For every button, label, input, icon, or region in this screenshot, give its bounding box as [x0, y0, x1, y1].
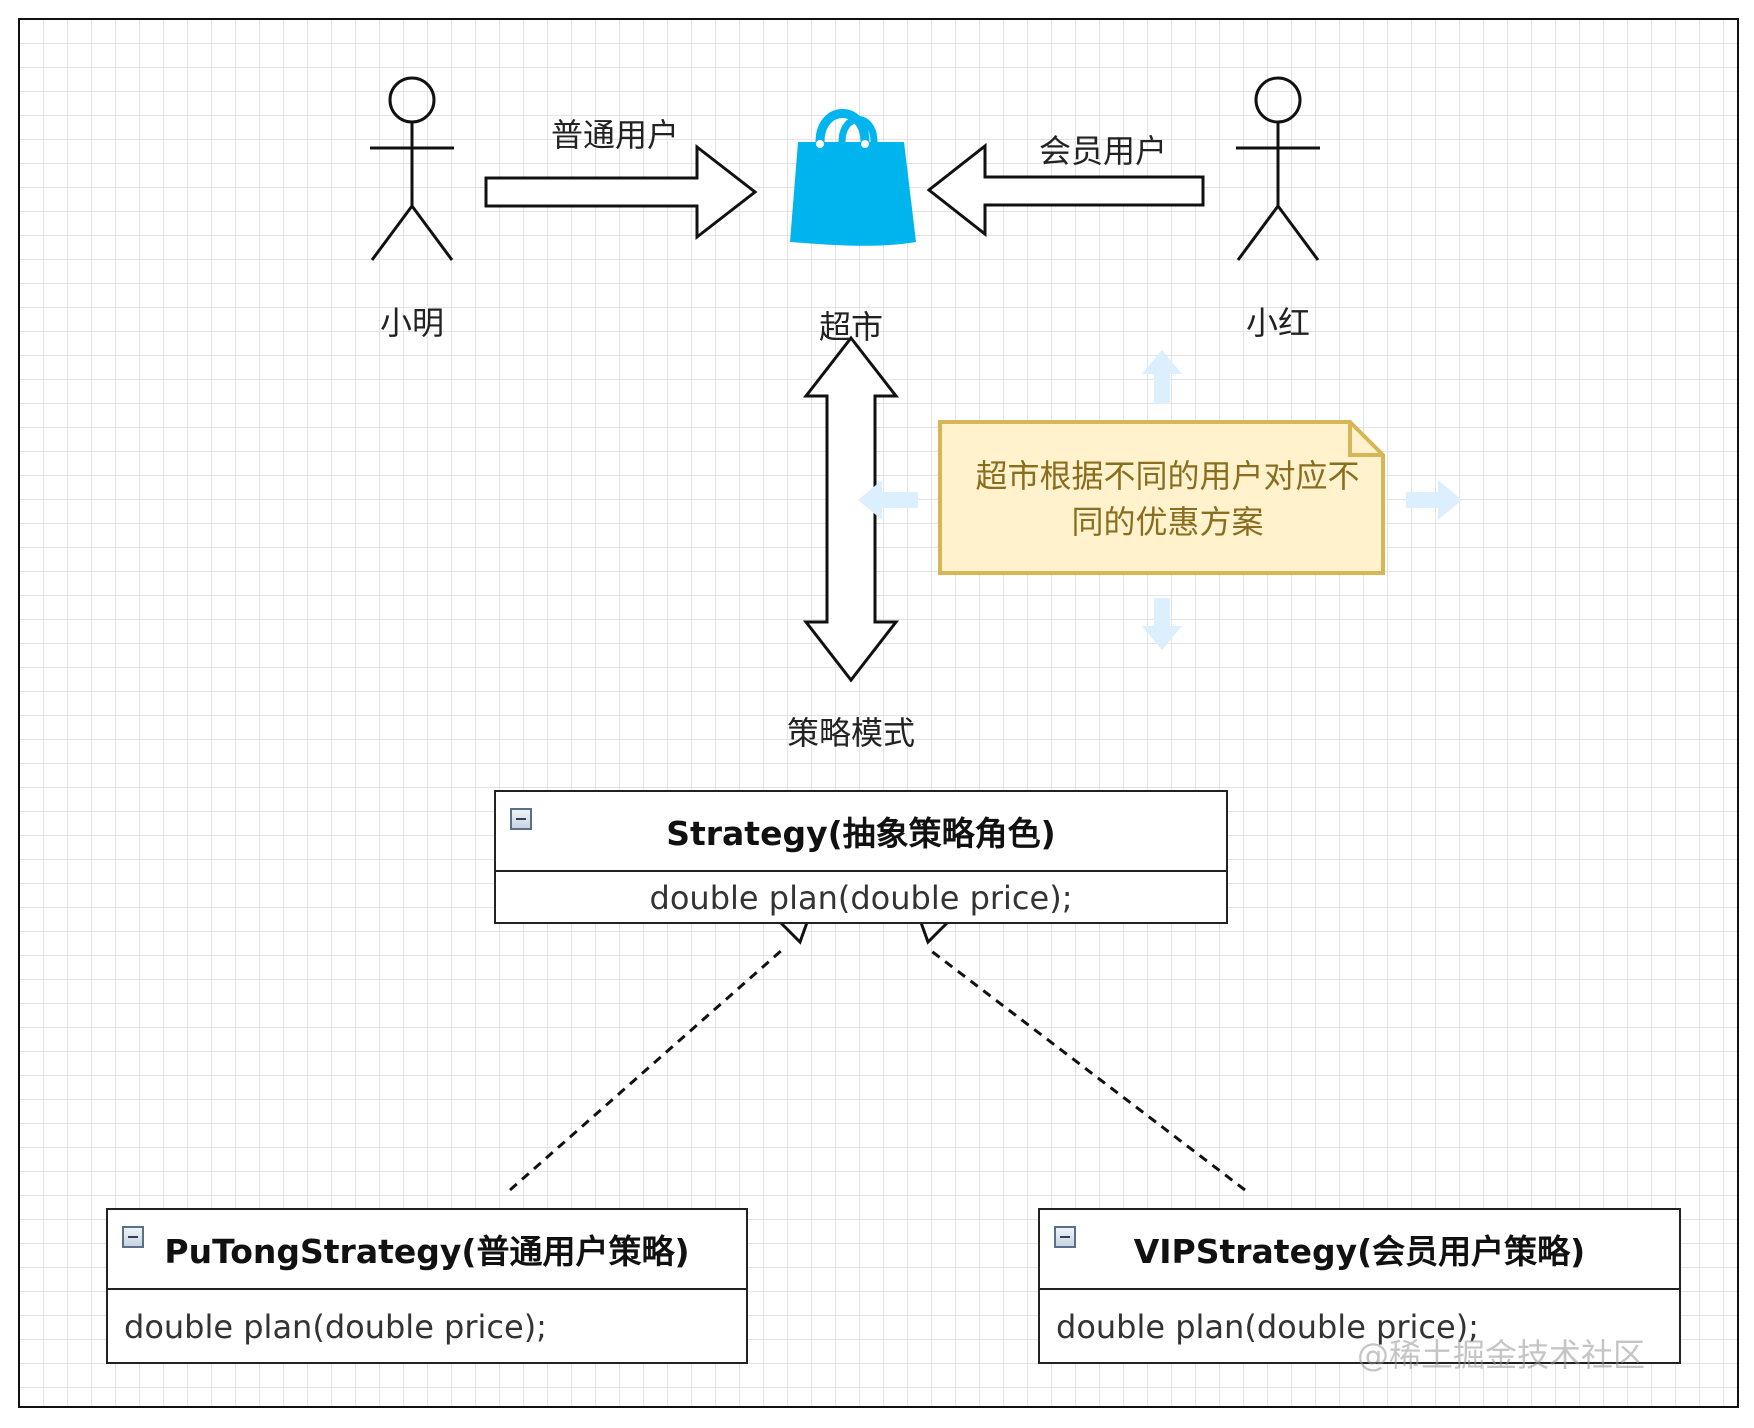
- vip-user-arrow: [926, 142, 1205, 238]
- uml-method-text: double plan(double price);: [1056, 1308, 1479, 1346]
- uml-class-header: Strategy(抽象策略角色): [496, 792, 1226, 872]
- uml-class-putong[interactable]: PuTongStrategy(普通用户策略) double plan(doubl…: [106, 1208, 748, 1364]
- collapse-icon[interactable]: [1054, 1226, 1076, 1248]
- pattern-label: 策略模式: [786, 714, 915, 752]
- uml-class-method: double plan(double price);: [108, 1290, 746, 1364]
- actor-right-name: 小红: [1245, 304, 1310, 342]
- note-shape: [938, 420, 1385, 575]
- collapse-icon[interactable]: [510, 808, 532, 830]
- uml-class-header: PuTongStrategy(普通用户策略): [108, 1210, 746, 1290]
- watermark: @稀土掘金技术社区: [1357, 1336, 1646, 1374]
- uml-class-vip[interactable]: VIPStrategy(会员用户策略) double plan(double p…: [1038, 1208, 1681, 1364]
- uml-class-method: double plan(double price);: [1040, 1290, 1679, 1364]
- diagram-canvas: 小明 小红 普通用户 会员用户 超市 超市根据不同的用户对应不同的优惠方案 策略…: [18, 18, 1739, 1408]
- collapse-icon[interactable]: [122, 1226, 144, 1248]
- note-fold: [1348, 422, 1383, 457]
- actor-xiaohong-figure: [1236, 76, 1320, 261]
- uml-class-title: PuTongStrategy(普通用户策略): [164, 1232, 690, 1271]
- store-label: 超市: [818, 308, 883, 346]
- uml-method-text: double plan(double price);: [649, 879, 1073, 917]
- normal-user-arrow: [484, 143, 758, 241]
- strategy-double-arrow: [802, 335, 900, 683]
- uml-class-title: VIPStrategy(会员用户策略): [1133, 1232, 1586, 1271]
- realization-lines: [509, 900, 1246, 1192]
- actor-left-name: 小明: [379, 304, 444, 342]
- uml-method-text: double plan(double price);: [124, 1308, 547, 1346]
- diagram-svg: [370, 76, 1462, 1192]
- normal-user-arrow-label: 普通用户: [550, 116, 679, 154]
- hint-arrows: [858, 350, 1462, 650]
- shopping-bag-icon: [790, 109, 916, 246]
- uml-class-title: Strategy(抽象策略角色): [666, 814, 1056, 853]
- uml-class-header: VIPStrategy(会员用户策略): [1040, 1210, 1679, 1290]
- vip-user-arrow-label: 会员用户: [1038, 132, 1167, 170]
- note-text: 超市根据不同的用户对应不同的优惠方案: [975, 457, 1360, 541]
- uml-class-method: double plan(double price);: [496, 872, 1226, 924]
- actor-xiaoming-figure: [370, 76, 454, 261]
- uml-class-strategy[interactable]: Strategy(抽象策略角色) double plan(double pric…: [494, 790, 1228, 924]
